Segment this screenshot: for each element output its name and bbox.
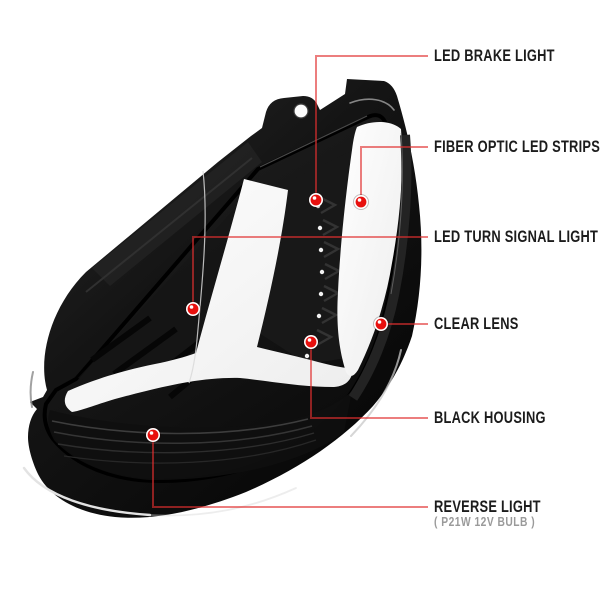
marker-dot-black-housing — [303, 334, 319, 350]
label-text: LED BRAKE LIGHT — [434, 46, 555, 65]
callout-line-led-turn-signal-light — [192, 236, 428, 309]
marker-dot-led-brake-light — [308, 192, 324, 208]
callout-label-led-brake-light: LED BRAKE LIGHT — [434, 46, 589, 66]
callout-label-led-turn-signal-light: LED TURN SIGNAL LIGHT — [434, 227, 600, 247]
label-text: CLEAR LENS — [434, 314, 519, 333]
callout-label-fiber-optic-led-strips: FIBER OPTIC LED STRIPS — [434, 137, 600, 157]
callout-lines — [152, 55, 428, 508]
label-text: REVERSE LIGHT — [434, 497, 541, 516]
mounting-hole — [293, 103, 309, 119]
marker-dot-fiber-optic-led-strips — [353, 194, 369, 210]
sublabel-text: ( P21W 12V BULB ) — [434, 515, 536, 530]
callout-line-black-housing — [310, 342, 428, 419]
reverse-light-band — [48, 391, 352, 481]
fiber-optic-strip — [337, 121, 412, 401]
callout-line-fiber-optic-led-strips — [360, 146, 428, 202]
callout-label-clear-lens: CLEAR LENS — [434, 314, 542, 334]
callout-line-led-brake-light — [315, 55, 428, 200]
marker-dot-led-turn-signal-light — [185, 301, 201, 317]
callout-sublabel-reverse-light-bulb: ( P21W 12V BULB ) — [434, 515, 557, 530]
led-brake-light-bar — [64, 179, 354, 412]
label-text: LED TURN SIGNAL LIGHT — [434, 227, 599, 246]
label-text: BLACK HOUSING — [434, 408, 546, 427]
marker-dot-reverse-light — [145, 427, 161, 443]
callout-dots — [145, 192, 389, 443]
gloss-highlights — [22, 98, 402, 517]
callout-label-reverse-light: REVERSE LIGHT — [434, 497, 571, 517]
label-text: FIBER OPTIC LED STRIPS — [434, 137, 600, 156]
marker-dot-clear-lens — [373, 316, 389, 332]
wire-highlight — [188, 170, 206, 384]
callout-line-reverse-light — [152, 435, 428, 508]
callout-label-black-housing: BLACK HOUSING — [434, 408, 577, 428]
